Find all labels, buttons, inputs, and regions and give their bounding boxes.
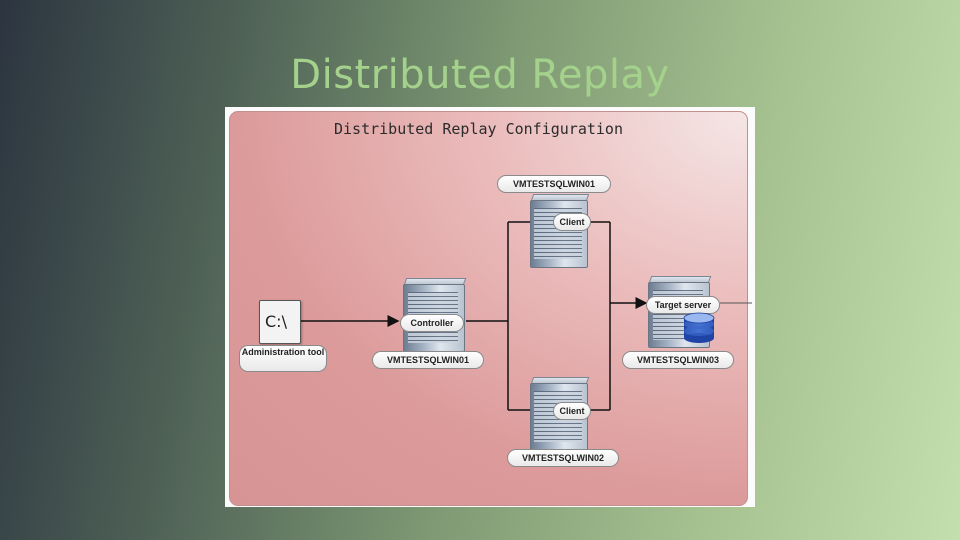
slide-title: Distributed Replay [290, 52, 670, 98]
client1-server-icon [530, 194, 590, 268]
diagram-title: Distributed Replay Configuration [334, 120, 623, 138]
controller-label: Controller [400, 314, 464, 332]
command-prompt-icon: C:\ [259, 300, 301, 344]
client2-host-label: VMTESTSQLWIN02 [507, 449, 619, 467]
controller-host-label: VMTESTSQLWIN01 [372, 351, 484, 369]
client2-label: Client [553, 402, 591, 420]
database-icon [683, 312, 715, 343]
command-prompt-text: C:\ [265, 312, 287, 331]
admin-tool-label: Administration tool [239, 345, 327, 372]
client1-label: Client [553, 213, 591, 231]
client1-host-label: VMTESTSQLWIN01 [497, 175, 611, 193]
target-host-label: VMTESTSQLWIN03 [622, 351, 734, 369]
target-label: Target server [646, 296, 720, 314]
